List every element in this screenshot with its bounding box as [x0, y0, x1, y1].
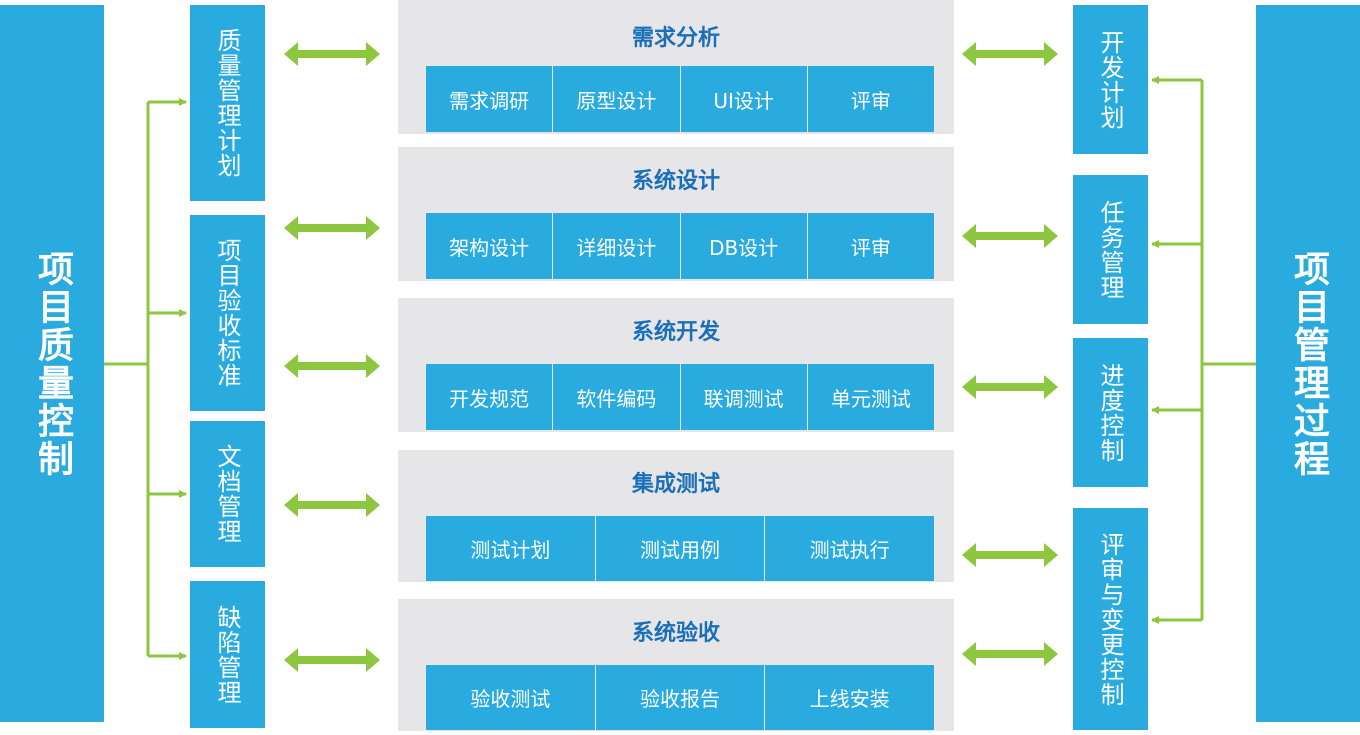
step-item: UI设计 — [679, 66, 807, 132]
phase-steps: 验收测试 验收报告 上线安装 — [426, 665, 934, 730]
double-arrow-right-2 — [962, 224, 1058, 248]
double-arrow-left-4 — [284, 493, 380, 517]
step-item: 软件编码 — [552, 364, 679, 430]
phase-title: 系统验收 — [631, 621, 720, 646]
double-arrow-left-3 — [284, 354, 380, 378]
right-item-task-management: 任务管理 — [1073, 175, 1148, 324]
step-item: 开发规范 — [449, 386, 530, 411]
step-item: 测试用例 — [594, 516, 765, 581]
phase-steps: 测试计划 测试用例 测试执行 — [426, 516, 934, 581]
double-arrow-left-5 — [284, 648, 380, 672]
step-item: 单元测试 — [806, 364, 934, 430]
phase-acceptance-panel: 系统验收 验收测试 验收报告 上线安装 — [398, 599, 954, 731]
right-tree-connector — [1151, 76, 1256, 624]
phase-steps: 开发规范 软件编码 联调测试 单元测试 — [426, 364, 934, 430]
phase-integration-test-panel: 集成测试 测试计划 测试用例 测试执行 — [398, 450, 954, 582]
step-item: 验收报告 — [594, 665, 765, 730]
step-item: 详细设计 — [552, 213, 679, 279]
double-arrow-right-1 — [962, 42, 1058, 66]
left-tree-connector — [104, 98, 187, 660]
phase-steps: 架构设计 详细设计 DB设计 评审 — [426, 213, 934, 279]
left-item-acceptance-standard: 项目验收标准 — [190, 215, 265, 411]
double-arrow-left-2 — [284, 216, 380, 240]
step-item: 验收测试 — [470, 687, 551, 711]
left-item-defect-management: 缺陷管理 — [190, 581, 265, 728]
right-item-review-change-control: 评审与变更控制 — [1073, 508, 1148, 730]
phase-title: 集成测试 — [631, 472, 720, 497]
left-main-box: 项目质量控制 — [0, 5, 104, 722]
step-item: 测试执行 — [764, 516, 934, 581]
double-arrow-left-1 — [284, 42, 380, 66]
left-main-title: 项目质量控制 — [32, 249, 73, 478]
step-item: 需求调研 — [449, 88, 530, 113]
double-arrow-right-3 — [962, 375, 1058, 399]
step-item: 原型设计 — [552, 66, 679, 132]
right-main-title: 项目管理过程 — [1288, 249, 1329, 478]
phase-title: 系统设计 — [631, 169, 720, 194]
left-item-quality-plan: 质量管理计划 — [190, 5, 265, 201]
step-item: 测试计划 — [470, 538, 551, 562]
right-main-box: 项目管理过程 — [1256, 5, 1360, 722]
phase-system-design-panel: 系统设计 架构设计 详细设计 DB设计 评审 — [398, 147, 954, 281]
step-item: 架构设计 — [449, 235, 530, 260]
step-item: 上线安装 — [764, 665, 934, 730]
step-item: 评审 — [806, 213, 934, 279]
step-item: 联调测试 — [679, 364, 807, 430]
phase-steps: 需求调研 原型设计 UI设计 评审 — [426, 66, 934, 132]
phase-title: 需求分析 — [631, 26, 720, 51]
phase-system-development-panel: 系统开发 开发规范 软件编码 联调测试 单元测试 — [398, 298, 954, 432]
right-item-progress-control: 进度控制 — [1073, 338, 1148, 487]
phase-title: 系统开发 — [631, 320, 720, 345]
double-arrow-right-5 — [962, 642, 1058, 666]
double-arrow-right-4 — [962, 543, 1058, 567]
left-item-document-management: 文档管理 — [190, 421, 265, 567]
step-item: 评审 — [806, 66, 934, 132]
step-item: DB设计 — [679, 213, 807, 279]
right-item-dev-plan: 开发计划 — [1073, 5, 1148, 154]
phase-requirements-panel: 需求分析 需求调研 原型设计 UI设计 评审 — [398, 0, 954, 134]
